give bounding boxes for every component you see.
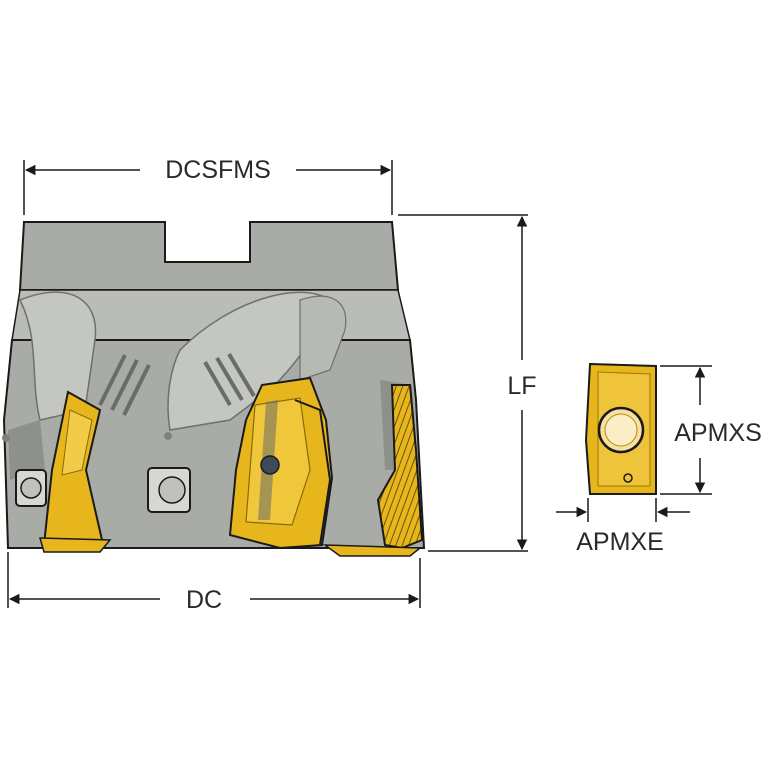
body-recess-left [8, 420, 45, 480]
small-hole-left [2, 434, 10, 442]
dimension-lines [7, 160, 712, 608]
insert-detail-mark [623, 473, 633, 483]
insert-bottom-right-edge [322, 544, 423, 557]
coolant-hatch-left [98, 354, 151, 416]
chip-pocket-right [299, 295, 347, 381]
insert-detail [584, 362, 657, 495]
apmxe-label: APMXE [576, 528, 664, 556]
dc-label: DC [186, 586, 222, 614]
dcsfms-label: DCSFMS [165, 156, 271, 184]
screw-hole-left [15, 469, 47, 507]
insert-center [228, 376, 334, 550]
insert-left [42, 390, 104, 552]
screw-hole-mid [147, 467, 191, 513]
insert-bottom-left-edge [38, 537, 112, 553]
small-hole [164, 432, 172, 440]
apmxs-label: APMXS [674, 419, 762, 447]
lf-label: LF [507, 372, 536, 400]
cutter-shank [18, 221, 400, 291]
insert-screw-center [260, 455, 280, 475]
coolant-hatch-mid [203, 352, 256, 407]
